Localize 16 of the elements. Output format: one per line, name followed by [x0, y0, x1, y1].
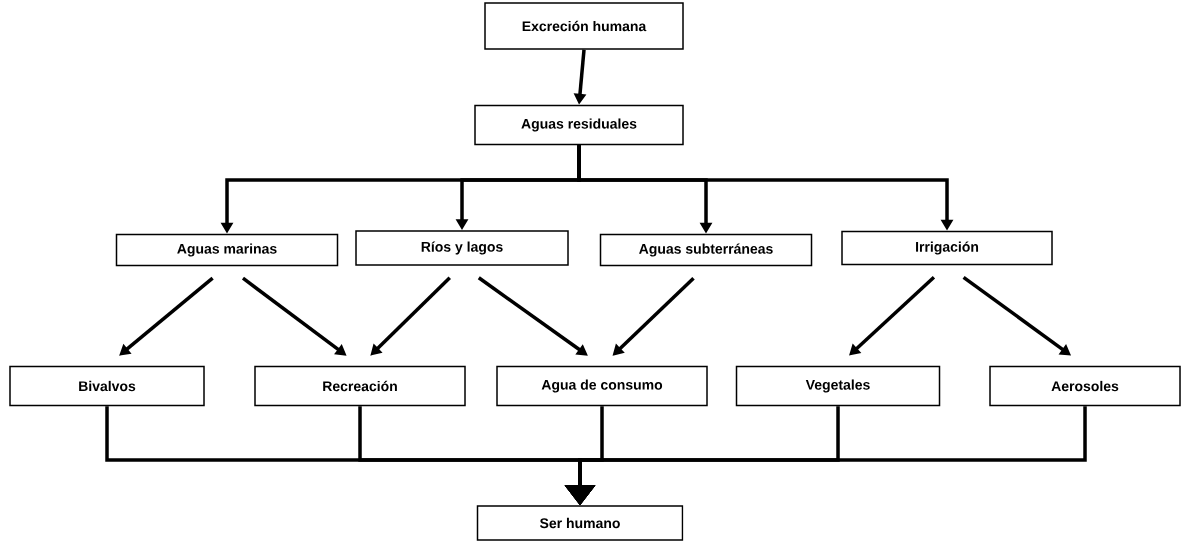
- process-box: Irrigación: [841, 230, 1053, 266]
- process-box: Agua de consumo: [496, 365, 708, 407]
- process-box: Vegetales: [735, 365, 941, 407]
- process-box: Aguas subterráneas: [599, 233, 813, 267]
- process-box: Bivalvos: [9, 365, 205, 407]
- arrow: [370, 276, 451, 356]
- arrow: [849, 276, 936, 356]
- process-box: Recreación: [254, 365, 466, 407]
- process-box: Ríos y lagos: [355, 230, 569, 266]
- arrow: [119, 276, 214, 356]
- process-box: Aerosoles: [989, 365, 1181, 407]
- arrow: [477, 276, 588, 356]
- process-box: Aguas marinas: [115, 233, 339, 267]
- process-box: Excreción humana: [484, 2, 684, 50]
- process-box: Aguas residuales: [474, 104, 684, 146]
- process-box: Ser humano: [476, 505, 684, 541]
